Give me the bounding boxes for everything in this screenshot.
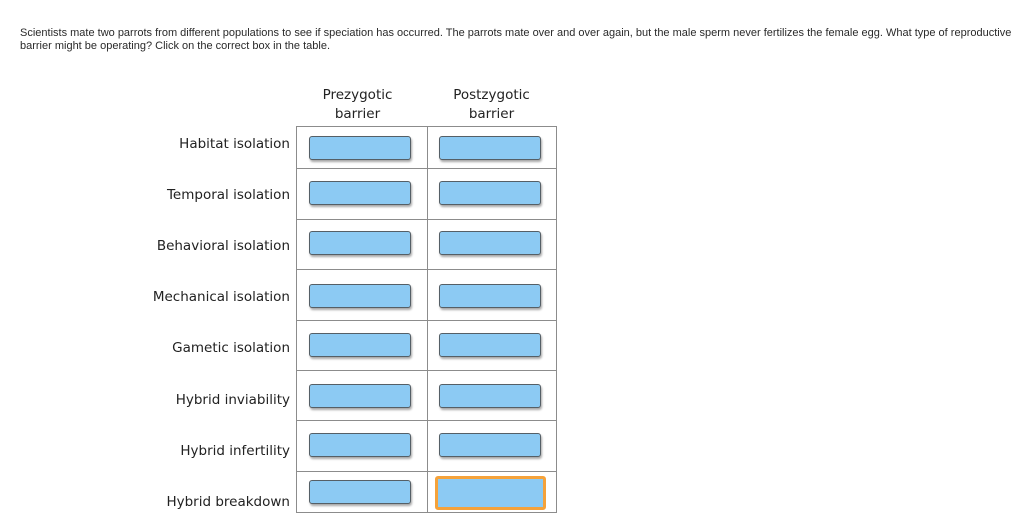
postzygotic-box-gametic-isolation[interactable] xyxy=(439,333,541,357)
postzygotic-box-habitat-isolation[interactable] xyxy=(439,136,541,160)
table-row-divider xyxy=(296,320,557,321)
table-row-divider xyxy=(296,420,557,421)
table-row-divider xyxy=(296,471,557,472)
row-label-mechanical-isolation: Mechanical isolation xyxy=(152,289,290,305)
postzygotic-box-hybrid-inviability[interactable] xyxy=(439,384,541,408)
postzygotic-box-mechanical-isolation[interactable] xyxy=(439,284,541,308)
prezygotic-box-behavioral-isolation[interactable] xyxy=(309,231,411,255)
column-header-prezygotic-line1: Prezygotic xyxy=(322,87,393,103)
row-label-hybrid-inviability: Hybrid inviability xyxy=(175,392,290,408)
postzygotic-box-hybrid-infertility[interactable] xyxy=(439,433,541,457)
column-header-prezygotic: Prezygotic barrier xyxy=(292,86,423,124)
prezygotic-box-habitat-isolation[interactable] xyxy=(309,136,411,160)
table-row-divider xyxy=(296,370,557,371)
table-row-divider xyxy=(296,168,557,169)
prezygotic-box-hybrid-inviability[interactable] xyxy=(309,384,411,408)
postzygotic-box-temporal-isolation[interactable] xyxy=(439,181,541,205)
postzygotic-box-behavioral-isolation[interactable] xyxy=(439,231,541,255)
prezygotic-box-mechanical-isolation[interactable] xyxy=(309,284,411,308)
question-text: Scientists mate two parrots from differe… xyxy=(20,27,1012,52)
postzygotic-box-hybrid-breakdown-selected[interactable] xyxy=(435,476,546,510)
row-label-behavioral-isolation: Behavioral isolation xyxy=(156,238,290,254)
row-label-habitat-isolation: Habitat isolation xyxy=(179,136,290,152)
column-header-prezygotic-line2: barrier xyxy=(334,106,381,122)
column-header-postzygotic: Postzygotic barrier xyxy=(426,86,557,124)
prezygotic-box-gametic-isolation[interactable] xyxy=(309,333,411,357)
row-label-hybrid-infertility: Hybrid infertility xyxy=(180,443,290,459)
row-label-temporal-isolation: Temporal isolation xyxy=(166,187,290,203)
table-row-divider xyxy=(296,269,557,270)
column-header-postzygotic-line1: Postzygotic xyxy=(453,87,530,103)
prezygotic-box-hybrid-infertility[interactable] xyxy=(309,433,411,457)
prezygotic-box-hybrid-breakdown[interactable] xyxy=(309,480,411,504)
row-label-gametic-isolation: Gametic isolation xyxy=(172,340,290,356)
column-header-postzygotic-line2: barrier xyxy=(468,106,515,122)
answer-table-grid xyxy=(296,126,557,513)
prezygotic-box-temporal-isolation[interactable] xyxy=(309,181,411,205)
table-row-divider xyxy=(296,219,557,220)
table-column-divider xyxy=(427,126,428,513)
row-label-hybrid-breakdown: Hybrid breakdown xyxy=(166,494,290,510)
